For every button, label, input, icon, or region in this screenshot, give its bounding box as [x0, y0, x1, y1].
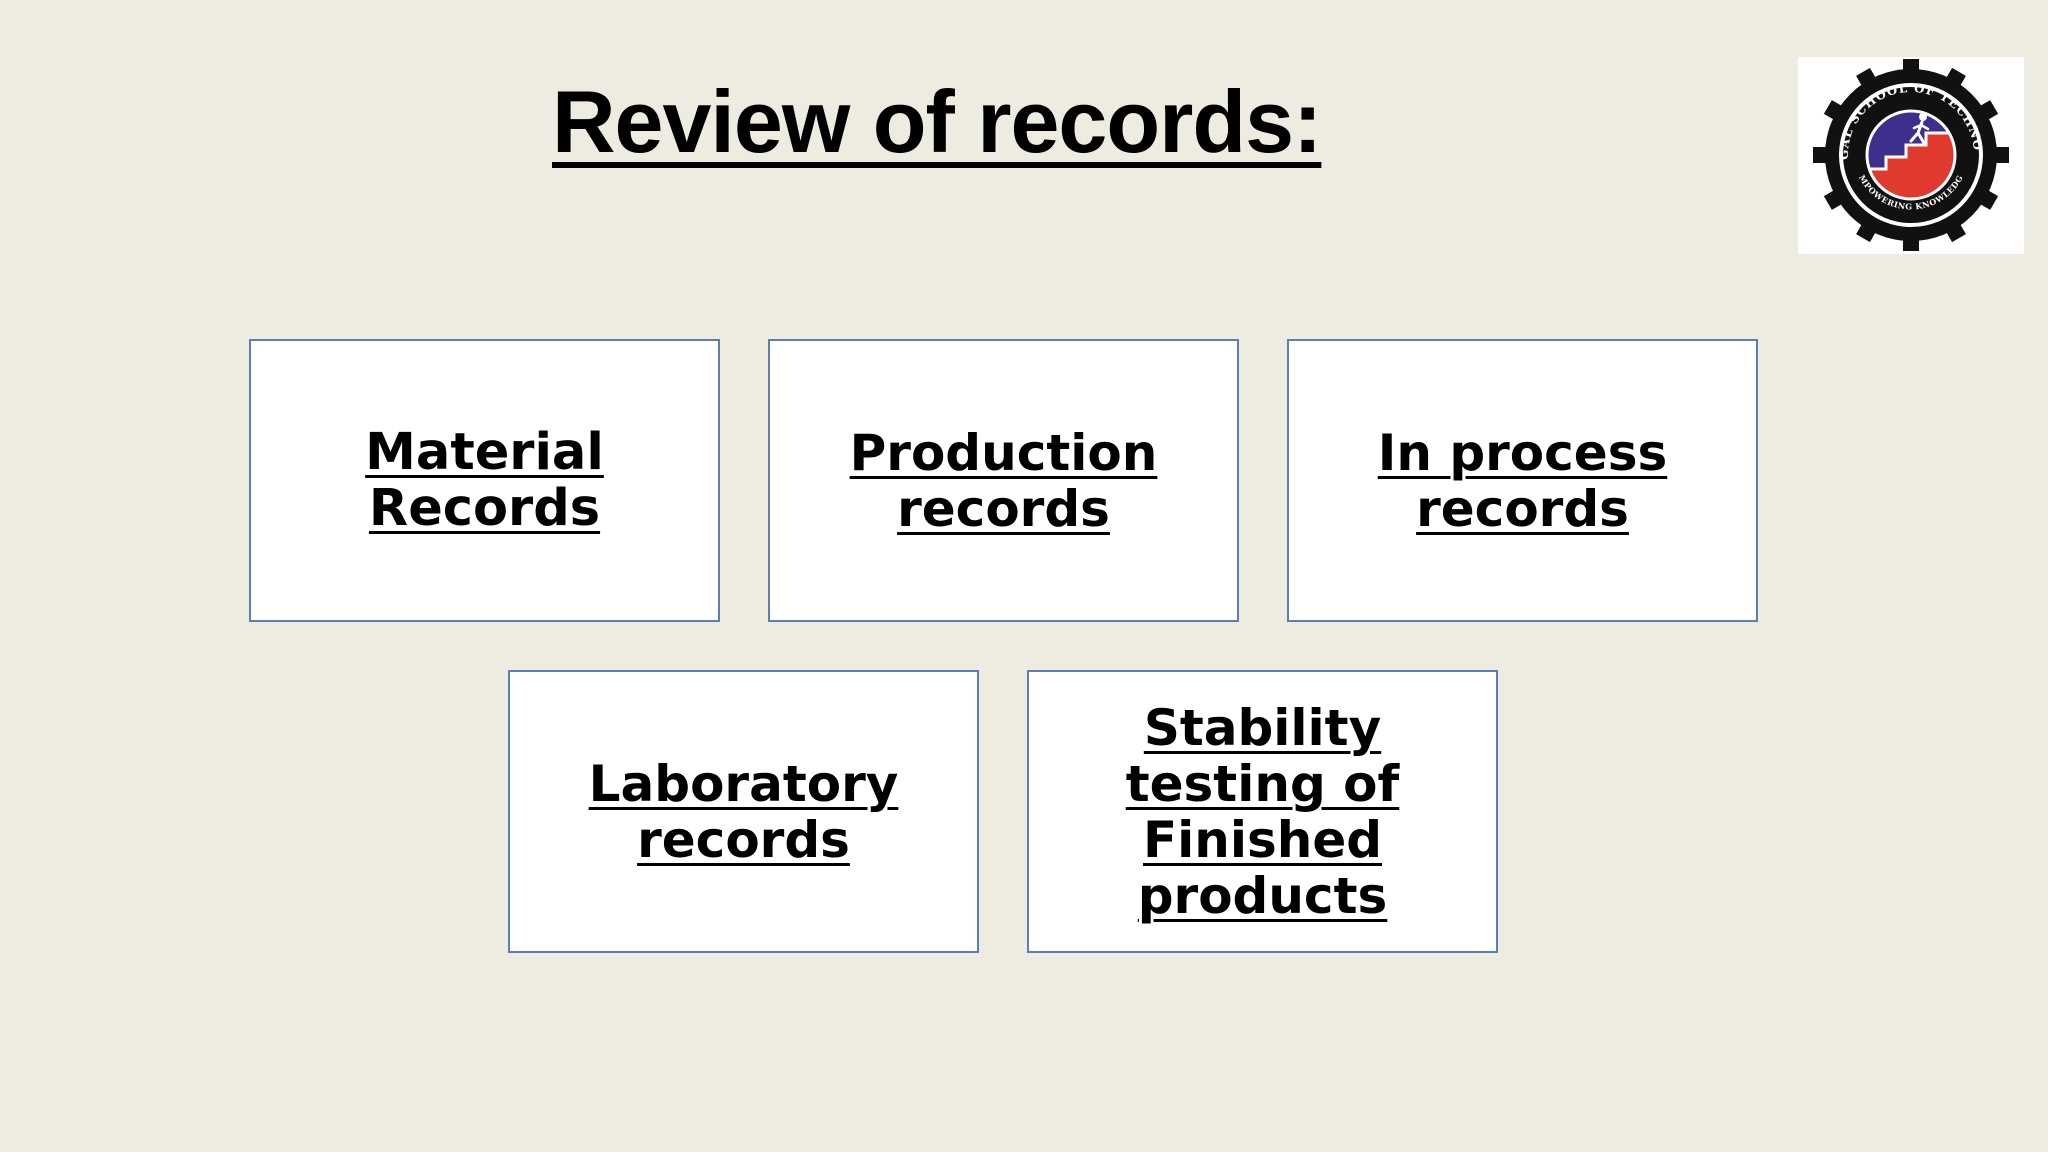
record-box-in-process[interactable]: In process records: [1287, 339, 1758, 622]
school-logo-icon: BENGAL SCHOOL OF TECHNOLOGY EMPOWERING K…: [1798, 57, 2009, 251]
school-logo: BENGAL SCHOOL OF TECHNOLOGY EMPOWERING K…: [1798, 57, 2024, 254]
climber-icon: [1909, 113, 1930, 145]
record-box-label: In process records: [1377, 423, 1668, 538]
record-box-stability-testing[interactable]: Stability testing of Finished products: [1027, 670, 1498, 953]
slide-title: Review of records:: [552, 72, 1322, 171]
record-box-material[interactable]: Material Records: [249, 339, 720, 622]
record-box-label: Stability testing of Finished products: [1125, 698, 1400, 925]
record-box-label: Material Records: [365, 422, 604, 538]
record-box-production[interactable]: Production records: [768, 339, 1239, 622]
record-box-laboratory[interactable]: Laboratory records: [508, 670, 979, 953]
record-box-label: Production records: [849, 423, 1158, 538]
record-box-label: Laboratory records: [588, 754, 899, 869]
